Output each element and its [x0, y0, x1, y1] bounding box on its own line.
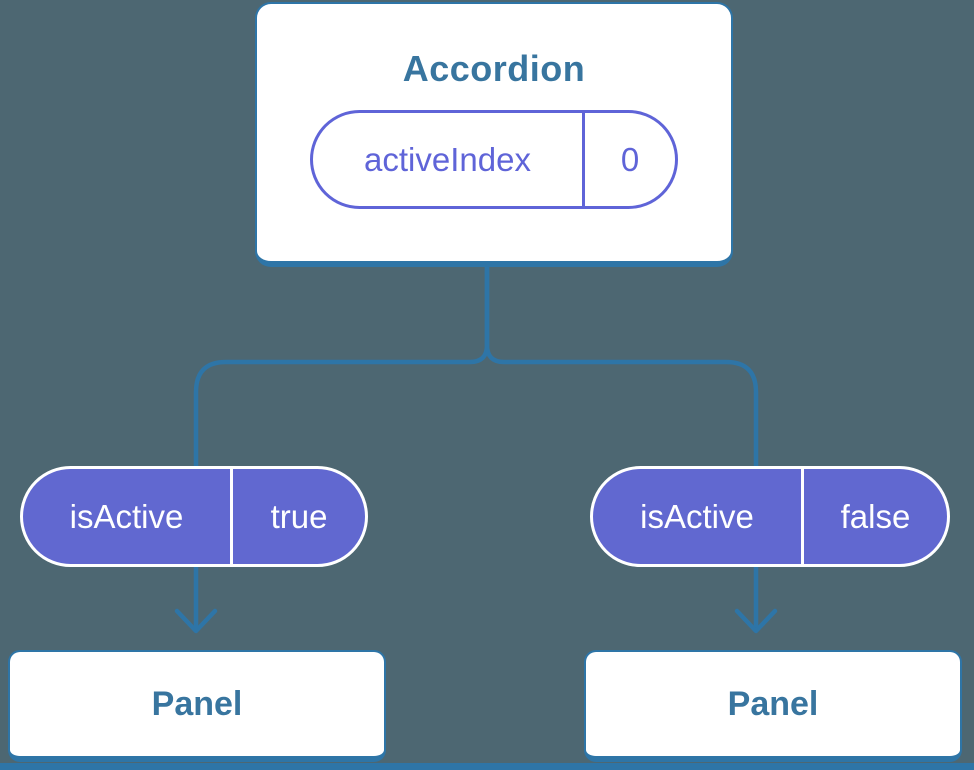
prop-pill-divider — [582, 113, 585, 206]
left-arrowhead-icon — [174, 608, 218, 634]
state-pill-divider — [230, 469, 233, 564]
prop-name-label: activeIndex — [364, 140, 531, 178]
right-arrowhead-icon — [734, 608, 778, 634]
accordion-title: Accordion — [402, 48, 586, 89]
accordion-card: Accordion activeIndex 0 — [255, 2, 733, 267]
left-connector-line — [193, 264, 490, 632]
is-active-false-pill: isActive false — [590, 466, 950, 567]
bottom-border-strip — [0, 763, 974, 770]
is-active-true-pill: isActive true — [20, 466, 368, 567]
prop-value-label: 0 — [620, 140, 640, 178]
panel-card-left: Panel — [8, 650, 386, 762]
panel-label: Panel — [151, 684, 243, 723]
state-name-label: isActive — [640, 497, 754, 535]
state-value-label: false — [840, 497, 911, 535]
panel-card-right: Panel — [584, 650, 962, 762]
right-connector-line — [484, 264, 759, 632]
state-value-label: true — [270, 497, 328, 535]
state-name-label: isActive — [69, 497, 184, 535]
panel-label: Panel — [727, 684, 819, 723]
state-pill-divider — [801, 469, 804, 564]
active-index-prop-pill: activeIndex 0 — [310, 110, 678, 209]
